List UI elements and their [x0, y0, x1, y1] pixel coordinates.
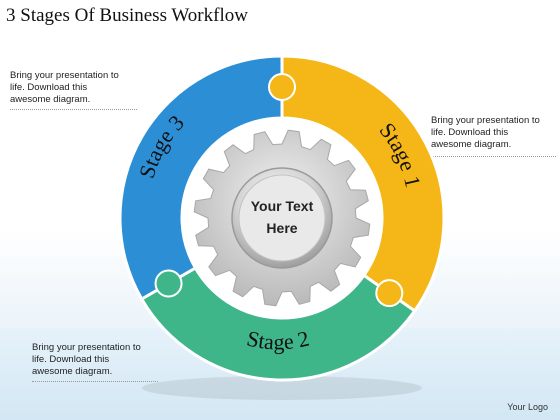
logo-text: Your Logo [507, 402, 548, 412]
page-title: 3 Stages Of Business Workflow [6, 5, 248, 26]
stage-2-label: Stage 2 [245, 326, 312, 355]
diagram-shadow [142, 376, 422, 400]
note-top-left: Bring your presentation to life. Downloa… [10, 70, 119, 105]
center-text-line2: Here [266, 220, 297, 236]
center-hub-face [238, 174, 326, 262]
note-bottom-left: Bring your presentation to life. Downloa… [32, 342, 141, 377]
note-right: Bring your presentation to life. Downloa… [431, 115, 540, 150]
note-underline-right [431, 156, 556, 157]
note-underline-bottom-left [32, 381, 158, 382]
puzzle-knob-top [268, 73, 296, 101]
puzzle-knob-right [375, 279, 404, 308]
puzzle-knob-left [154, 269, 183, 298]
note-underline-top-left [10, 109, 137, 110]
center-text-line1: Your Text [251, 198, 314, 214]
